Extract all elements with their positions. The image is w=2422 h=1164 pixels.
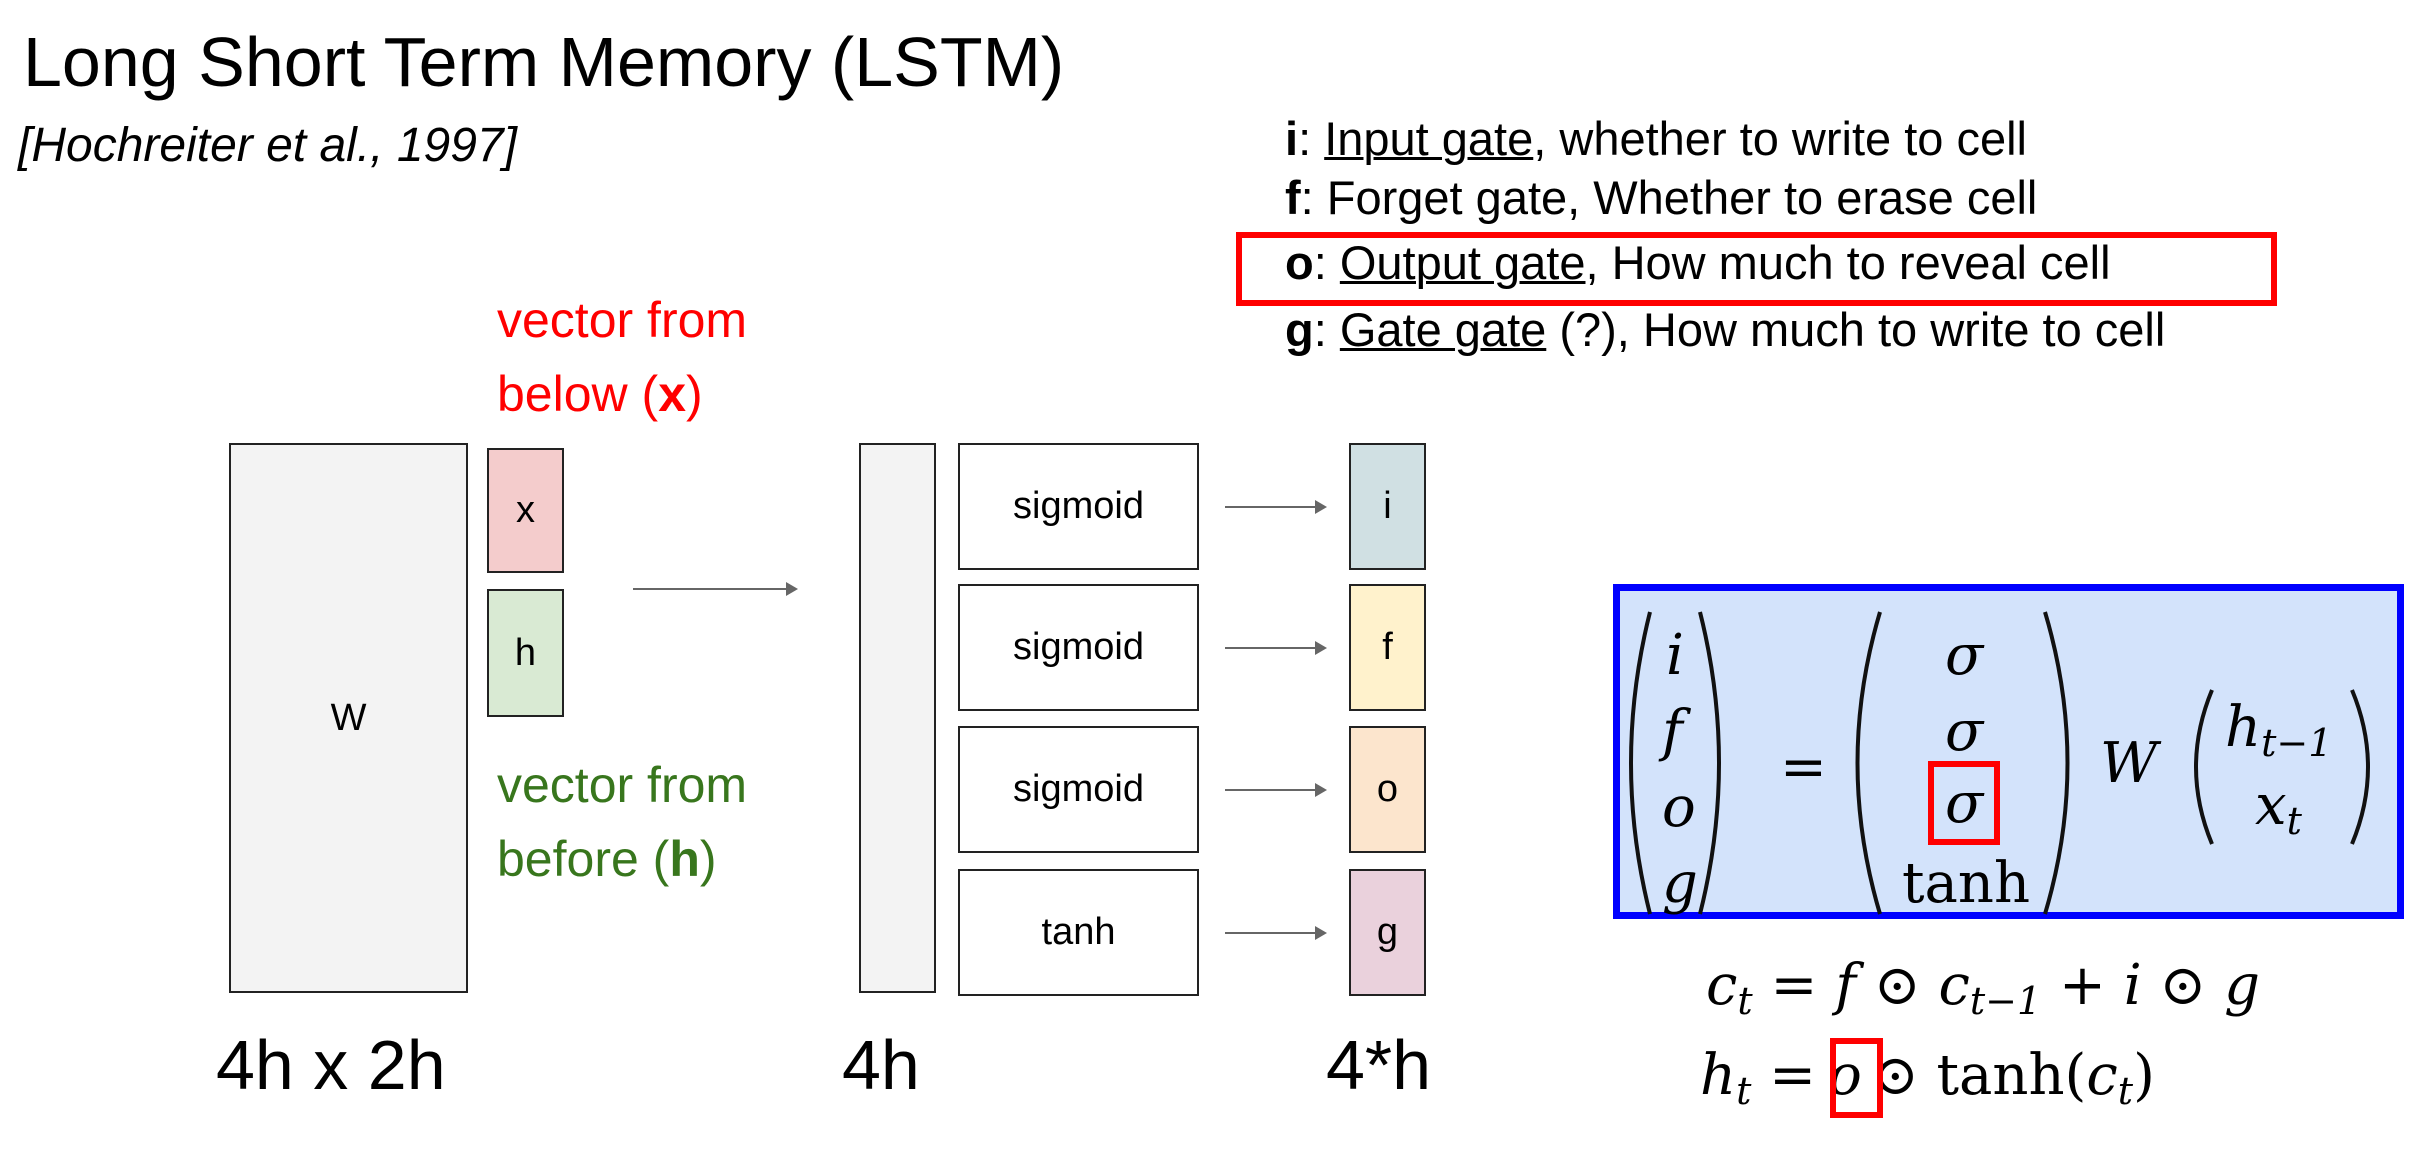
eq-var: c xyxy=(1706,953,1738,1018)
sigma-highlight xyxy=(1928,761,2000,845)
eq-lhs-o: o xyxy=(1662,775,1696,840)
weight-matrix: W xyxy=(229,443,468,993)
activation-sigmoid-f: sigmoid xyxy=(958,584,1199,711)
activation-tanh-g: tanh xyxy=(958,869,1199,996)
eq-lhs-g: g xyxy=(1662,851,1698,916)
gate-desc: , Whether to erase cell xyxy=(1567,171,2038,224)
eq-weight: W xyxy=(2100,731,2158,796)
input-x-vector: x xyxy=(487,448,564,573)
eq-op: ⊙ xyxy=(1873,953,1921,1018)
eq-op: = xyxy=(1769,1043,1817,1108)
note-line: vector from xyxy=(497,292,748,348)
gate-letter: f xyxy=(1285,171,1301,224)
eq-op: ⊙ xyxy=(2159,953,2207,1018)
eq-var: g xyxy=(2224,953,2261,1018)
gate-item-forget: f: Forget gate, Whether to erase cell xyxy=(1285,171,2038,224)
paren-right-icon xyxy=(2350,689,2370,845)
output-o: o xyxy=(1349,726,1426,853)
gate-item-input: i: Input gate, whether to write to cell xyxy=(1285,112,2027,165)
eq-act-tanh: tanh xyxy=(1902,851,2031,916)
eq-sub: t xyxy=(1736,1069,1752,1113)
note-line: before (h) xyxy=(497,822,747,896)
gate-letter: g xyxy=(1285,303,1314,356)
hidden-state-equation: ht =o⊙ tanh(ct) xyxy=(1700,1048,2155,1113)
cell-state-equation: ct = f ⊙ ct−1 + i ⊙ g xyxy=(1706,958,2260,1023)
paren-right-icon xyxy=(1698,611,1721,915)
output-g: g xyxy=(1349,869,1426,996)
eq-func: tanh( xyxy=(1918,1043,2087,1108)
gate-name: Input gate xyxy=(1324,112,1534,165)
activation-sigmoid-i: sigmoid xyxy=(958,443,1199,570)
paren-left-icon xyxy=(1629,611,1652,915)
eq-var: i xyxy=(2123,953,2142,1018)
arrow-icon xyxy=(1225,783,1327,797)
note-vector-below: vector from below (x) xyxy=(497,283,747,431)
gate-desc: , whether to write to cell xyxy=(1533,112,2027,165)
eq-act-sigma: σ xyxy=(1945,699,1984,764)
note-text: below ( xyxy=(497,366,659,422)
eq-sub: t xyxy=(2117,1069,2134,1113)
gate-letter: o xyxy=(1285,236,1314,289)
o-highlight xyxy=(1830,1038,1883,1118)
arrow-icon xyxy=(1225,500,1327,514)
note-line: below (x) xyxy=(497,357,747,431)
gate-equation-box xyxy=(1613,584,2404,919)
arrow-icon xyxy=(1225,926,1327,940)
note-var: x xyxy=(658,366,686,422)
gate-letter: i xyxy=(1285,112,1299,165)
citation: [Hochreiter et al., 1997] xyxy=(18,119,517,172)
arrow-icon xyxy=(1225,641,1327,655)
eq-act-sigma: σ xyxy=(1945,771,1984,836)
eq-var: c xyxy=(1938,953,1970,1018)
eq-h-prev: ht−1 xyxy=(2225,700,2333,765)
eq-lhs-i: i xyxy=(1666,623,1684,688)
gate-item-gate: g: Gate gate (?), How much to write to c… xyxy=(1285,303,2166,356)
eq-sub: t−1 xyxy=(2261,721,2333,765)
eq-op: = xyxy=(1770,953,1836,1018)
dim-label-output: 4*h xyxy=(1326,1026,1432,1104)
output-gate-highlight xyxy=(1236,232,2277,306)
output-i: i xyxy=(1349,443,1426,570)
gate-name: Gate gate xyxy=(1339,303,1547,356)
eq-var: x xyxy=(2255,773,2287,838)
note-text: ) xyxy=(686,366,703,422)
dim-label-preactivation: 4h xyxy=(842,1026,920,1104)
arrow-icon xyxy=(633,582,798,596)
gate-desc: (?), How much to write to cell xyxy=(1546,303,2166,356)
eq-op: ) xyxy=(2133,1043,2155,1108)
dim-label-weight: 4h x 2h xyxy=(216,1026,446,1104)
gate-name: Output gate xyxy=(1339,236,1586,289)
eq-op: + xyxy=(2041,953,2124,1018)
gate-name: Forget gate xyxy=(1326,171,1568,224)
input-h-vector: h xyxy=(487,589,564,717)
eq-sub: t−1 xyxy=(1969,979,2042,1023)
eq-var: h xyxy=(1700,1043,1737,1108)
note-line: vector from xyxy=(497,757,748,813)
preactivation-vector xyxy=(859,443,936,993)
eq-lhs-f: f xyxy=(1662,699,1683,764)
output-f: f xyxy=(1349,584,1426,711)
eq-act-sigma: σ xyxy=(1945,623,1984,688)
note-vector-before: vector from before (h) xyxy=(497,748,747,896)
activation-sigmoid-o: sigmoid xyxy=(958,726,1199,853)
gate-desc: , How much to reveal cell xyxy=(1585,236,2111,289)
eq-x-t: xt xyxy=(2255,778,2302,843)
note-var: h xyxy=(669,831,700,887)
slide-title: Long Short Term Memory (LSTM) xyxy=(23,23,1065,101)
paren-left-icon xyxy=(2194,689,2214,845)
eq-equals: = xyxy=(1780,735,1827,800)
note-text: ) xyxy=(699,831,717,887)
eq-sub: t xyxy=(2286,799,2302,843)
paren-left-icon xyxy=(1855,611,1882,915)
eq-sub: t xyxy=(1737,979,1753,1023)
eq-var: h xyxy=(2225,695,2262,760)
paren-right-icon xyxy=(2043,611,2070,915)
eq-var: c xyxy=(2086,1043,2118,1108)
gate-item-output: o: Output gate, How much to reveal cell xyxy=(1285,236,2111,289)
eq-var: f xyxy=(1835,953,1856,1018)
note-text: before ( xyxy=(497,831,670,887)
